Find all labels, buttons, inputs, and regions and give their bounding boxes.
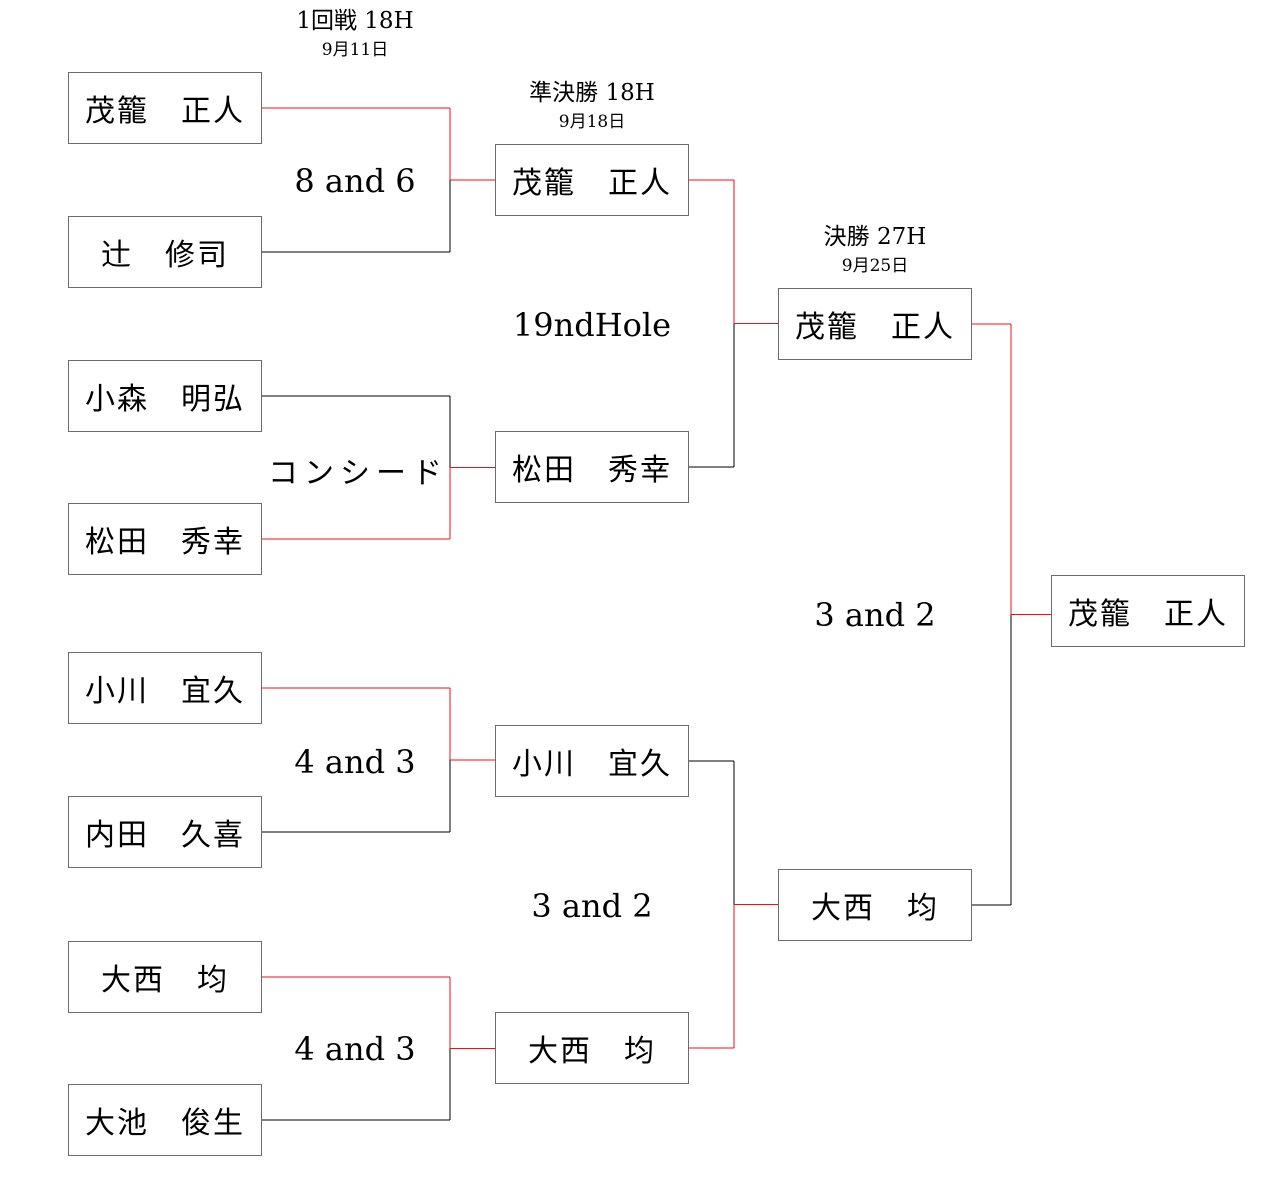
r1-player-7: 大西 均 bbox=[68, 941, 262, 1013]
r2-player-3: 小川 宜久 bbox=[495, 725, 689, 797]
score-r2-match2: 3 and 2 bbox=[531, 887, 653, 925]
round2-header: 準決勝 18H 9月18日 bbox=[492, 76, 692, 134]
round2-title: 準決勝 18H bbox=[529, 80, 655, 106]
r1-player-3: 小森 明弘 bbox=[68, 360, 262, 432]
r3-player-1: 茂籠 正人 bbox=[778, 288, 972, 360]
score-r1-match2: コンシード bbox=[268, 456, 448, 491]
r1-player-4: 松田 秀幸 bbox=[68, 503, 262, 575]
r1-player-5: 小川 宜久 bbox=[68, 652, 262, 724]
round3-title: 決勝 27H bbox=[823, 224, 927, 250]
r2-player-4: 大西 均 bbox=[495, 1012, 689, 1084]
score-r1-match4: 4 and 3 bbox=[294, 1030, 416, 1068]
round3-date: 9月25日 bbox=[841, 256, 909, 276]
r1-player-6: 内田 久喜 bbox=[68, 796, 262, 868]
champion-box: 茂籠 正人 bbox=[1051, 575, 1245, 647]
score-r1-match1: 8 and 6 bbox=[294, 162, 416, 200]
r2-player-1: 茂籠 正人 bbox=[495, 144, 689, 216]
round1-header: 1回戦 18H 9月11日 bbox=[255, 4, 455, 62]
r2-player-2: 松田 秀幸 bbox=[495, 431, 689, 503]
r3-player-2: 大西 均 bbox=[778, 869, 972, 941]
score-r2-match1: 19ndHole bbox=[512, 306, 672, 344]
round2-date: 9月18日 bbox=[558, 112, 626, 132]
score-final: 3 and 2 bbox=[814, 596, 936, 634]
r1-player-2: 辻 修司 bbox=[68, 216, 262, 288]
r1-player-8: 大池 俊生 bbox=[68, 1084, 262, 1156]
r1-player-1: 茂籠 正人 bbox=[68, 72, 262, 144]
score-r1-match3: 4 and 3 bbox=[294, 743, 416, 781]
round3-header: 決勝 27H 9月25日 bbox=[775, 220, 975, 278]
round1-date: 9月11日 bbox=[321, 40, 389, 60]
round1-title: 1回戦 18H bbox=[296, 8, 414, 34]
